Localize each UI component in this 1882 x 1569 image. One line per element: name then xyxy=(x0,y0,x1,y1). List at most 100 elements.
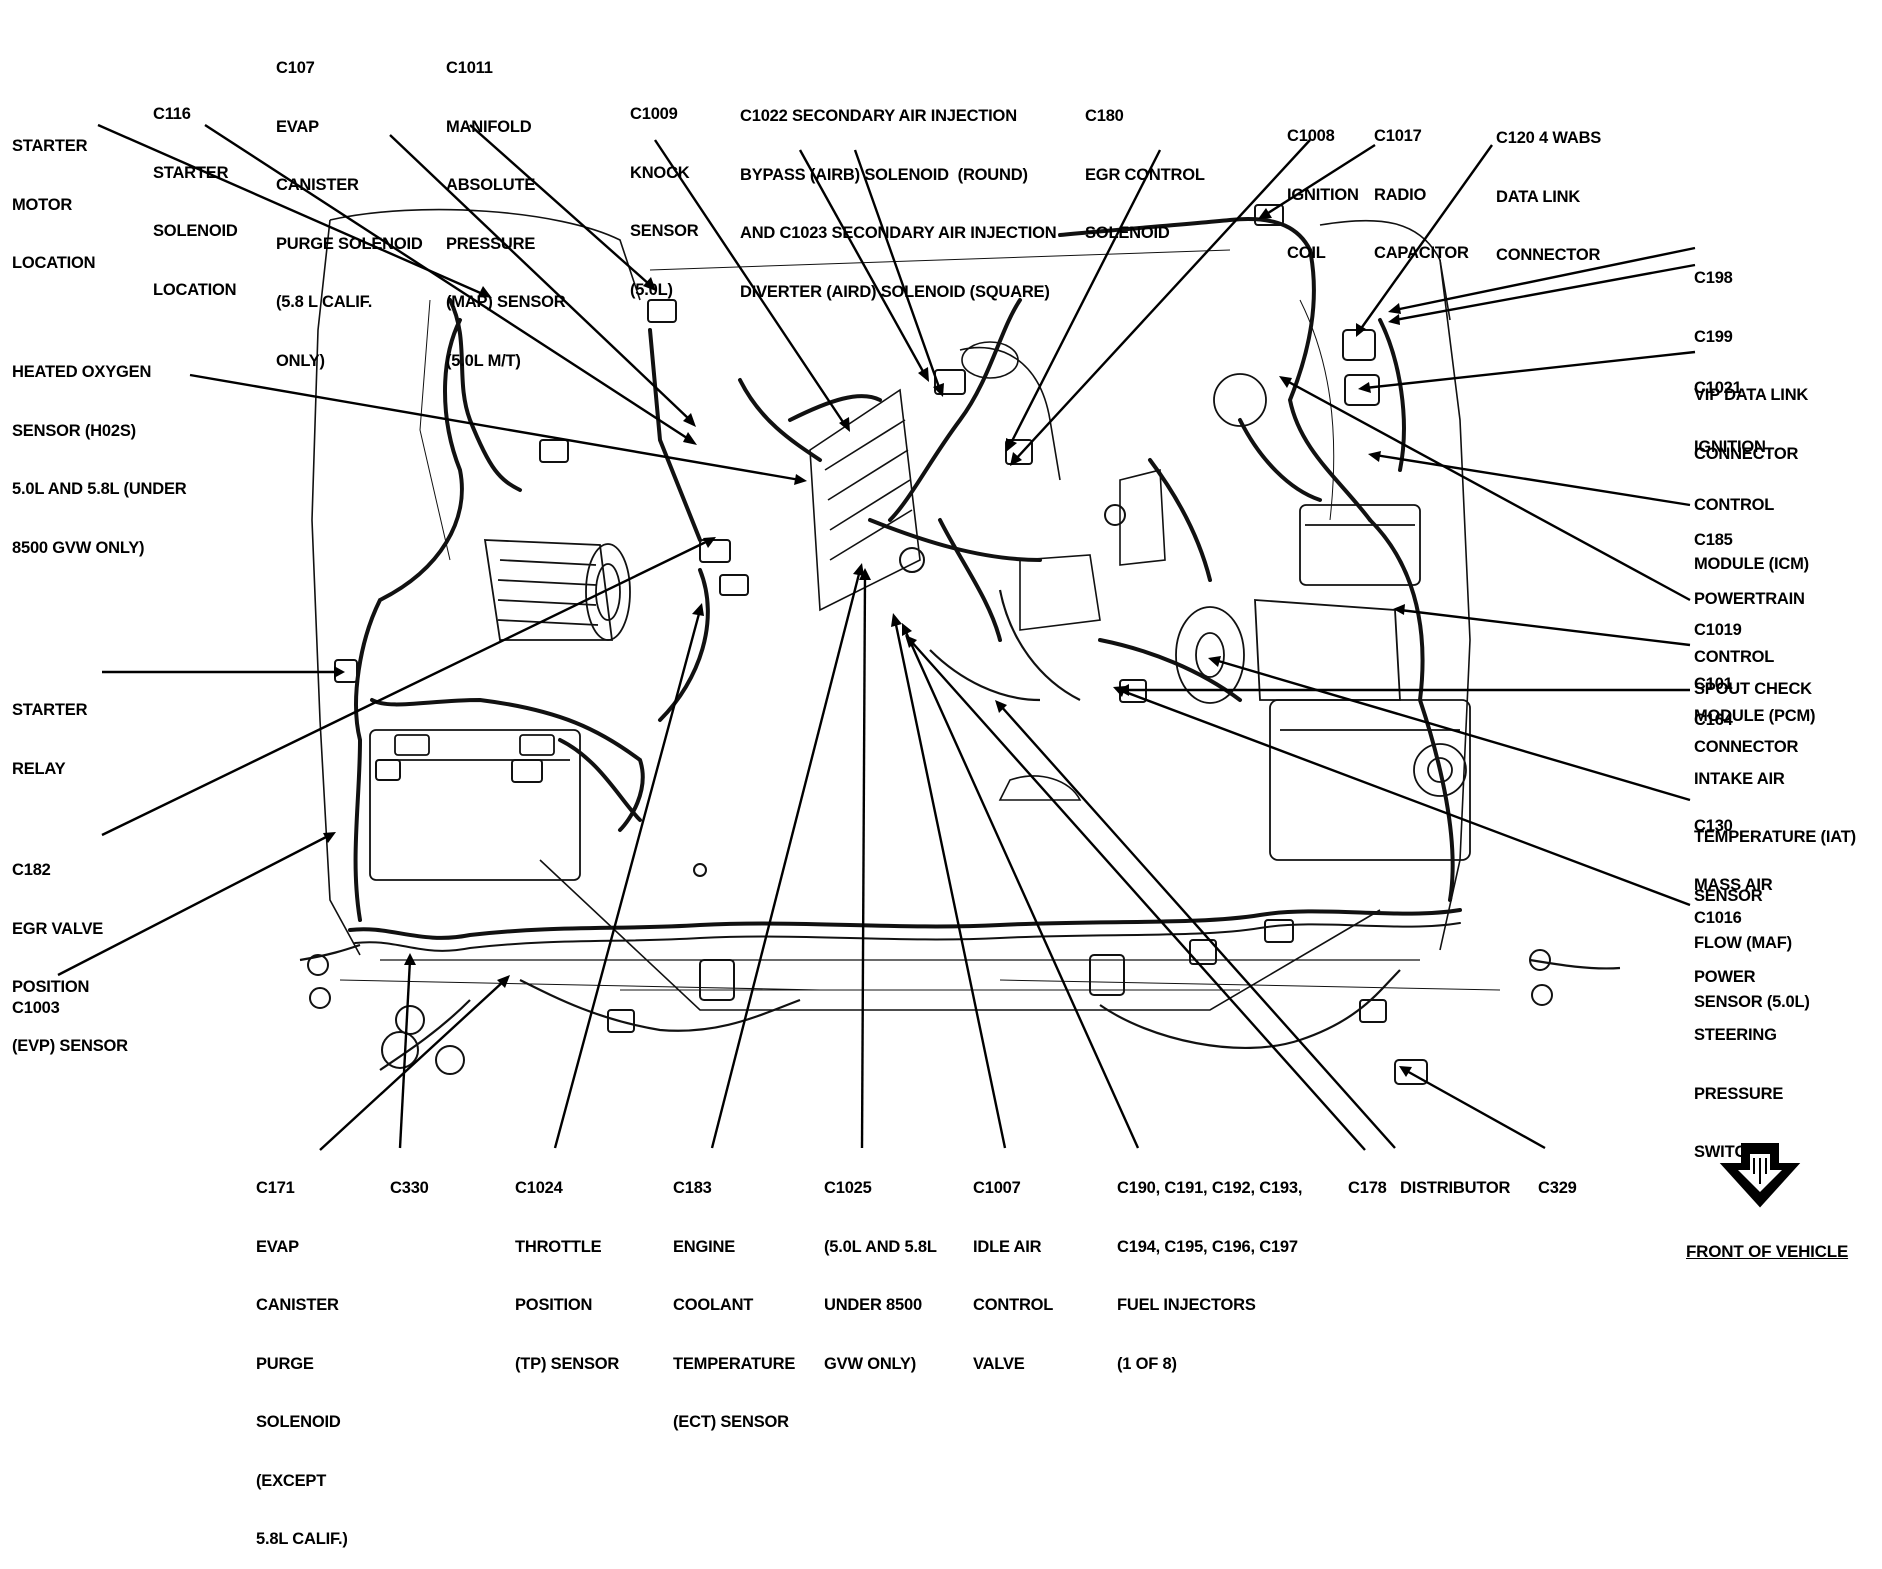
leader-starter-relay xyxy=(102,666,345,678)
label-line: SENSOR (H02S) xyxy=(12,421,136,440)
label-line: CONTROL xyxy=(1694,496,1775,514)
label-line: LOCATION xyxy=(153,280,237,299)
leader-c1024 xyxy=(553,603,704,1149)
label-line: C194, C195, C196, C197 xyxy=(1117,1237,1298,1256)
label-line: CONNECTOR xyxy=(1694,444,1799,463)
label-line: CANISTER xyxy=(276,176,359,194)
leader-c107 xyxy=(389,134,696,427)
label-line: SENSOR (5.0L) xyxy=(1694,992,1810,1011)
label-line: 5.0L AND 5.8L (UNDER xyxy=(12,480,187,498)
label-c1003: C1003 xyxy=(12,960,60,1038)
label-c130: C130 MASS AIR FLOW (MAF) SENSOR (5.0L) xyxy=(1694,778,1810,1032)
engine-harness-diagram: STARTER MOTOR LOCATION C116 STARTER SOLE… xyxy=(12,20,1856,1548)
label-line: VIP DATA LINK xyxy=(1694,386,1809,404)
label-line: C171 xyxy=(256,1179,295,1197)
label-line: C178 xyxy=(1348,1179,1387,1197)
label-line: PRESSURE xyxy=(1694,1084,1784,1103)
label-line: MASS AIR xyxy=(1694,875,1773,894)
label-c120: C120 4 WABS DATA LINK CONNECTOR xyxy=(1496,90,1601,285)
label-line: 8500 GVW ONLY) xyxy=(12,538,145,557)
label-line: C120 4 WABS xyxy=(1496,129,1602,147)
label-c1011: C1011 MANIFOLD ABSOLUTE PRESSURE (MAP) S… xyxy=(446,20,566,391)
label-c1024: C1024 THROTTLE POSITION (TP) SENSOR xyxy=(515,1140,619,1394)
label-line: C198 xyxy=(1694,269,1733,287)
label-c182: C182 EGR VALVE POSITION (EVP) SENSOR xyxy=(12,822,128,1076)
label-line: STARTER xyxy=(153,163,229,182)
label-line: (MAP) SENSOR xyxy=(446,293,566,311)
leader-starter-motor-location xyxy=(97,123,492,298)
leader-c1025 xyxy=(859,568,871,1149)
label-c116: C116 STARTER SOLENOID LOCATION xyxy=(153,66,238,320)
label-line: C199 xyxy=(1694,327,1733,346)
label-line: ONLY) xyxy=(276,351,325,370)
label-line: EGR CONTROL xyxy=(1085,165,1205,184)
label-c1008: C1008 IGNITION COIL xyxy=(1287,88,1359,283)
label-line: TEMPERATURE (IAT) xyxy=(1694,828,1856,846)
label-line: C1021 xyxy=(1694,379,1742,397)
label-c330: C330 xyxy=(390,1140,429,1218)
label-line: C1009 xyxy=(630,105,678,123)
label-line: EVAP xyxy=(256,1237,299,1256)
leader-c183 xyxy=(710,563,864,1149)
leader-c171 xyxy=(319,975,510,1151)
label-line: SOLENOID xyxy=(1085,224,1170,242)
leader-c1022 xyxy=(798,149,944,397)
label-line: PURGE SOLENOID xyxy=(276,234,423,253)
label-line: INTAKE AIR xyxy=(1694,769,1785,788)
label-line: C1007 xyxy=(973,1179,1021,1197)
label-line: (EXCEPT xyxy=(256,1471,327,1490)
label-line: C1019 xyxy=(1694,621,1742,639)
label-line: CONNECTOR xyxy=(1496,246,1601,264)
leader-c182 xyxy=(101,537,716,837)
leader-c101 xyxy=(1393,604,1691,647)
label-c1009: C1009 KNOCK SENSOR (5.0L) xyxy=(630,66,699,320)
label-line: DISTRIBUTOR xyxy=(1400,1179,1511,1197)
label-line: POWER xyxy=(1694,967,1756,986)
label-c107: C107 EVAP CANISTER PURGE SOLENOID (5.8 L… xyxy=(276,20,423,391)
label-line: POSITION xyxy=(12,978,90,996)
label-line: ENGINE xyxy=(673,1237,736,1256)
label-c329: C329 xyxy=(1538,1140,1577,1218)
label-line: PRESSURE xyxy=(446,234,536,253)
label-line: UNDER 8500 xyxy=(824,1296,922,1314)
label-line: (5.0L M/T) xyxy=(446,351,521,370)
label-line: IGNITION xyxy=(1694,437,1766,456)
label-line: EGR VALVE xyxy=(12,919,104,938)
label-line: DATA LINK xyxy=(1496,187,1581,206)
label-line: (5.0L AND 5.8L xyxy=(824,1237,937,1256)
label-line: C1024 xyxy=(515,1179,563,1197)
leader-lines xyxy=(57,123,1696,1151)
label-line: STEERING xyxy=(1694,1026,1777,1044)
air-cleaner xyxy=(1175,373,1421,704)
label-c171: C171 EVAP CANISTER PURGE SOLENOID (EXCEP… xyxy=(256,1140,348,1569)
label-line: IGNITION xyxy=(1287,185,1359,204)
label-line: (1 OF 8) xyxy=(1117,1354,1177,1373)
label-line: IDLE AIR xyxy=(973,1237,1042,1256)
leader-c330 xyxy=(398,953,416,1149)
leader-c198 xyxy=(1388,246,1696,325)
leader-c185 xyxy=(1368,451,1691,507)
label-line: KNOCK xyxy=(630,163,690,182)
label-line: (5.8 L CALIF. xyxy=(276,293,373,311)
leader-c1011 xyxy=(469,124,656,291)
label-line: C183 xyxy=(673,1179,712,1197)
label-line: AND C1023 SECONDARY AIR INJECTION xyxy=(740,224,1057,242)
label-line: C1017 xyxy=(1374,127,1422,145)
label-line: (EVP) SENSOR xyxy=(12,1036,128,1055)
leader-c1021 xyxy=(1358,350,1696,393)
label-line: EVAP xyxy=(276,117,319,136)
oil-filter-canister xyxy=(483,539,631,641)
label-line: SPOUT CHECK xyxy=(1694,679,1812,698)
leader-heated-oxygen-sensor xyxy=(189,373,807,485)
label-line: C190, C191, C192, C193, xyxy=(1117,1179,1303,1197)
label-line: FLOW (MAF) xyxy=(1694,934,1792,952)
label-line: C185 xyxy=(1694,531,1733,549)
label-c183: C183 ENGINE COOLANT TEMPERATURE (ECT) SE… xyxy=(673,1140,795,1452)
label-c101: C101 xyxy=(1694,636,1733,714)
label-line: C1025 xyxy=(824,1179,872,1197)
label-c198-c199: C198 C199 VIP DATA LINK CONNECTOR xyxy=(1694,230,1808,484)
label-line: C101 xyxy=(1694,675,1733,693)
label-distributor: DISTRIBUTOR xyxy=(1400,1140,1510,1218)
connectors xyxy=(307,204,1553,1085)
label-c185: C185 POWERTRAIN CONTROL MODULE (PCM) xyxy=(1694,492,1816,746)
